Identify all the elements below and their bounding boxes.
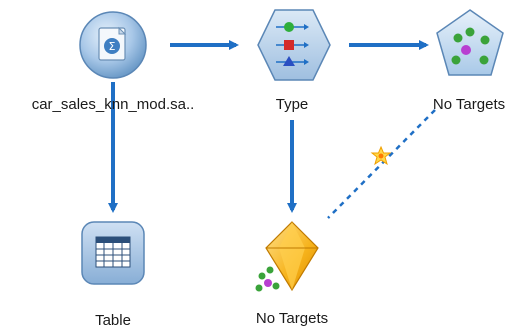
sas-file-source-icon[interactable]: Σ xyxy=(79,11,147,79)
link-knn-to-nugget-dashed[interactable] xyxy=(327,109,436,219)
knn-modeling-icon[interactable] xyxy=(436,9,504,76)
table-node-label[interactable]: Table xyxy=(95,312,131,329)
knn-node-label[interactable]: No Targets xyxy=(432,96,506,113)
type-node-label[interactable]: Type xyxy=(275,96,309,113)
svg-text:Σ: Σ xyxy=(109,40,116,53)
nugget-node-label[interactable]: No Targets xyxy=(255,310,329,327)
type-node-icon[interactable] xyxy=(257,9,331,81)
table-output-icon[interactable] xyxy=(81,221,145,285)
source-node-label[interactable]: car_sales_knn_mod.sa.. xyxy=(31,96,195,113)
model-nugget-icon[interactable] xyxy=(255,221,319,292)
refresh-spark-icon xyxy=(370,145,392,166)
